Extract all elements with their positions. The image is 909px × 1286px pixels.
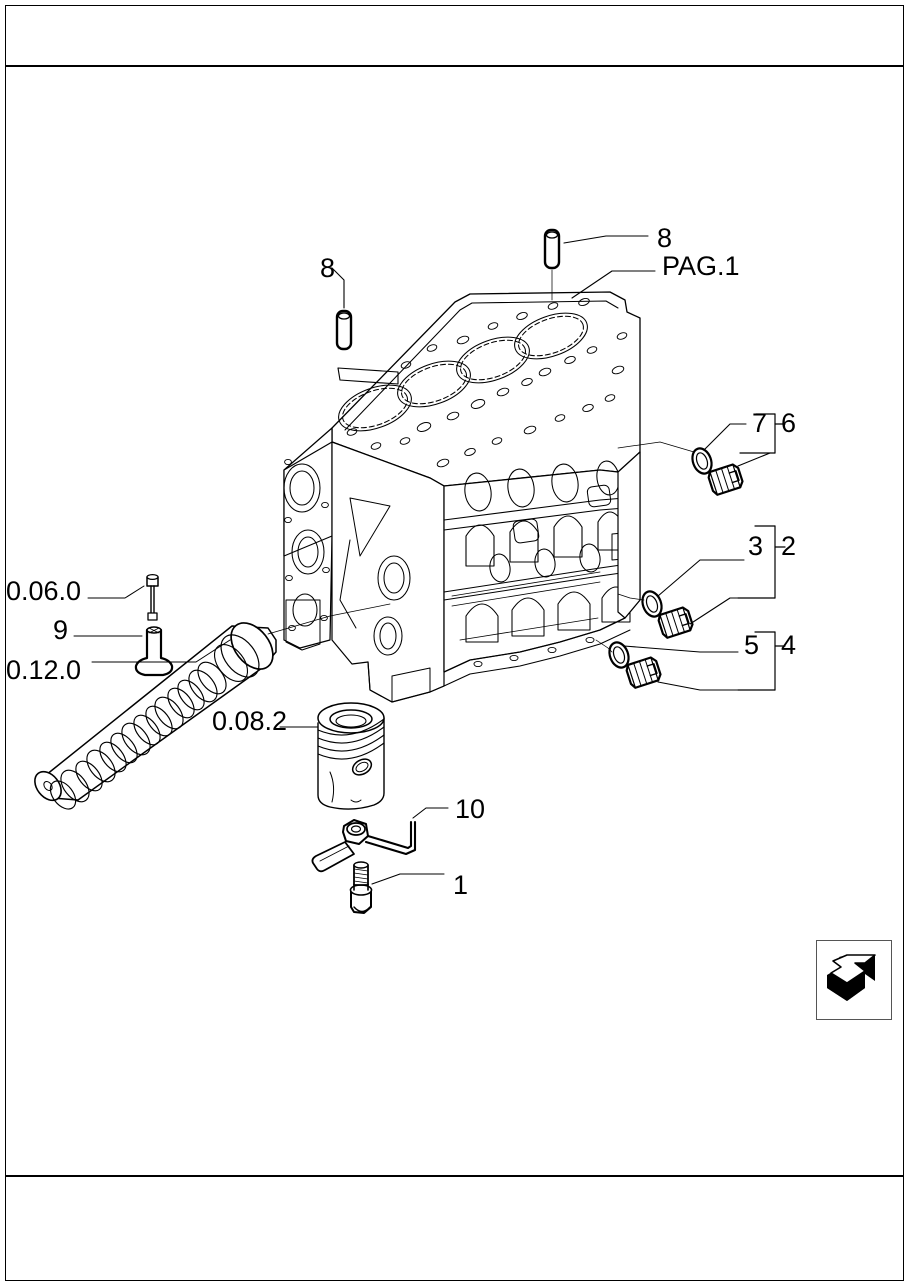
- label-pag-1: PAG.1: [662, 251, 740, 281]
- tappet: [134, 626, 174, 677]
- bolt: [349, 861, 373, 914]
- label-item-3: 3: [748, 531, 764, 561]
- plug-lower: [624, 655, 664, 690]
- arrow-3d-icon: [827, 954, 876, 1001]
- page-border: [5, 5, 904, 1281]
- oil-spray-nozzle: [311, 819, 417, 873]
- camshaft: [34, 622, 277, 810]
- label-item-9: 9: [53, 615, 69, 645]
- plug-upper: [706, 462, 746, 497]
- label-group-4: 4: [781, 630, 797, 660]
- label-item-8-top: 8: [657, 223, 673, 253]
- label-ref-0-08-2: 0.08.2: [212, 706, 288, 736]
- dowel-pin-left: [335, 309, 353, 351]
- label-item-7: 7: [752, 408, 768, 438]
- piston: [317, 702, 385, 810]
- label-ref-0-12-0: 0.12.0: [6, 655, 82, 685]
- label-ref-0-06-0: 0.06.0: [6, 576, 82, 606]
- label-item-1: 1: [453, 870, 469, 900]
- plug-middle: [656, 605, 696, 640]
- footer-rule: [5, 1175, 904, 1177]
- push-rod: [146, 573, 159, 621]
- label-item-8-left: 8: [320, 253, 336, 283]
- label-group-2: 2: [781, 531, 797, 561]
- label-item-5: 5: [744, 630, 760, 660]
- label-group-6: 6: [781, 408, 797, 438]
- cylinder-block: [283, 291, 641, 703]
- header-rule: [5, 65, 904, 67]
- dowel-pin-top: [543, 228, 561, 270]
- label-item-10: 10: [455, 794, 486, 824]
- arrow-logo-box: [816, 940, 892, 1020]
